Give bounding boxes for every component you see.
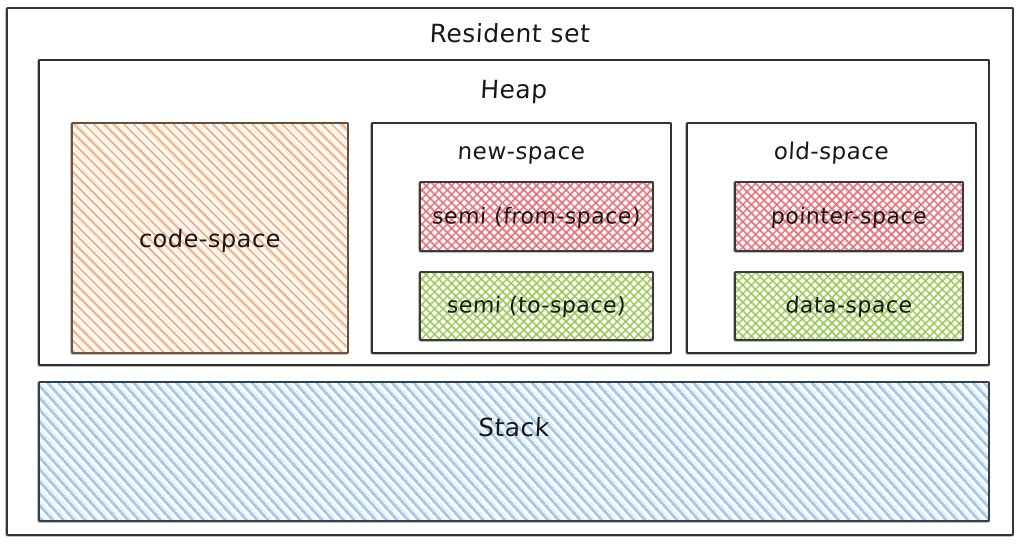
pointer-space-box: pointer-space bbox=[733, 181, 964, 253]
resident-set-box: Resident set Heap code-space new-space s… bbox=[5, 7, 1014, 537]
heap-label: Heap bbox=[479, 75, 549, 104]
new-space-label: new-space bbox=[456, 139, 587, 165]
stack-box: Stack bbox=[37, 381, 990, 523]
code-space-box: code-space bbox=[70, 122, 349, 355]
semi-from-space-box: semi (from-space) bbox=[418, 181, 654, 253]
code-space-label: code-space bbox=[138, 225, 282, 253]
semi-from-space-label: semi (from-space) bbox=[431, 204, 642, 229]
old-space-box: old-space pointer-space data-space bbox=[685, 122, 977, 355]
pointer-space-label: pointer-space bbox=[770, 204, 928, 229]
semi-to-space-label: semi (to-space) bbox=[446, 293, 627, 319]
stack-label: Stack bbox=[477, 413, 551, 442]
old-space-label: old-space bbox=[773, 139, 890, 165]
new-space-box: new-space semi (from-space) semi (to-spa… bbox=[370, 122, 672, 355]
semi-to-space-box: semi (to-space) bbox=[418, 271, 654, 342]
data-space-box: data-space bbox=[733, 271, 964, 342]
heap-box: Heap code-space new-space semi (from-spa… bbox=[37, 59, 990, 367]
resident-set-label: Resident set bbox=[428, 19, 592, 48]
data-space-label: data-space bbox=[784, 293, 914, 319]
